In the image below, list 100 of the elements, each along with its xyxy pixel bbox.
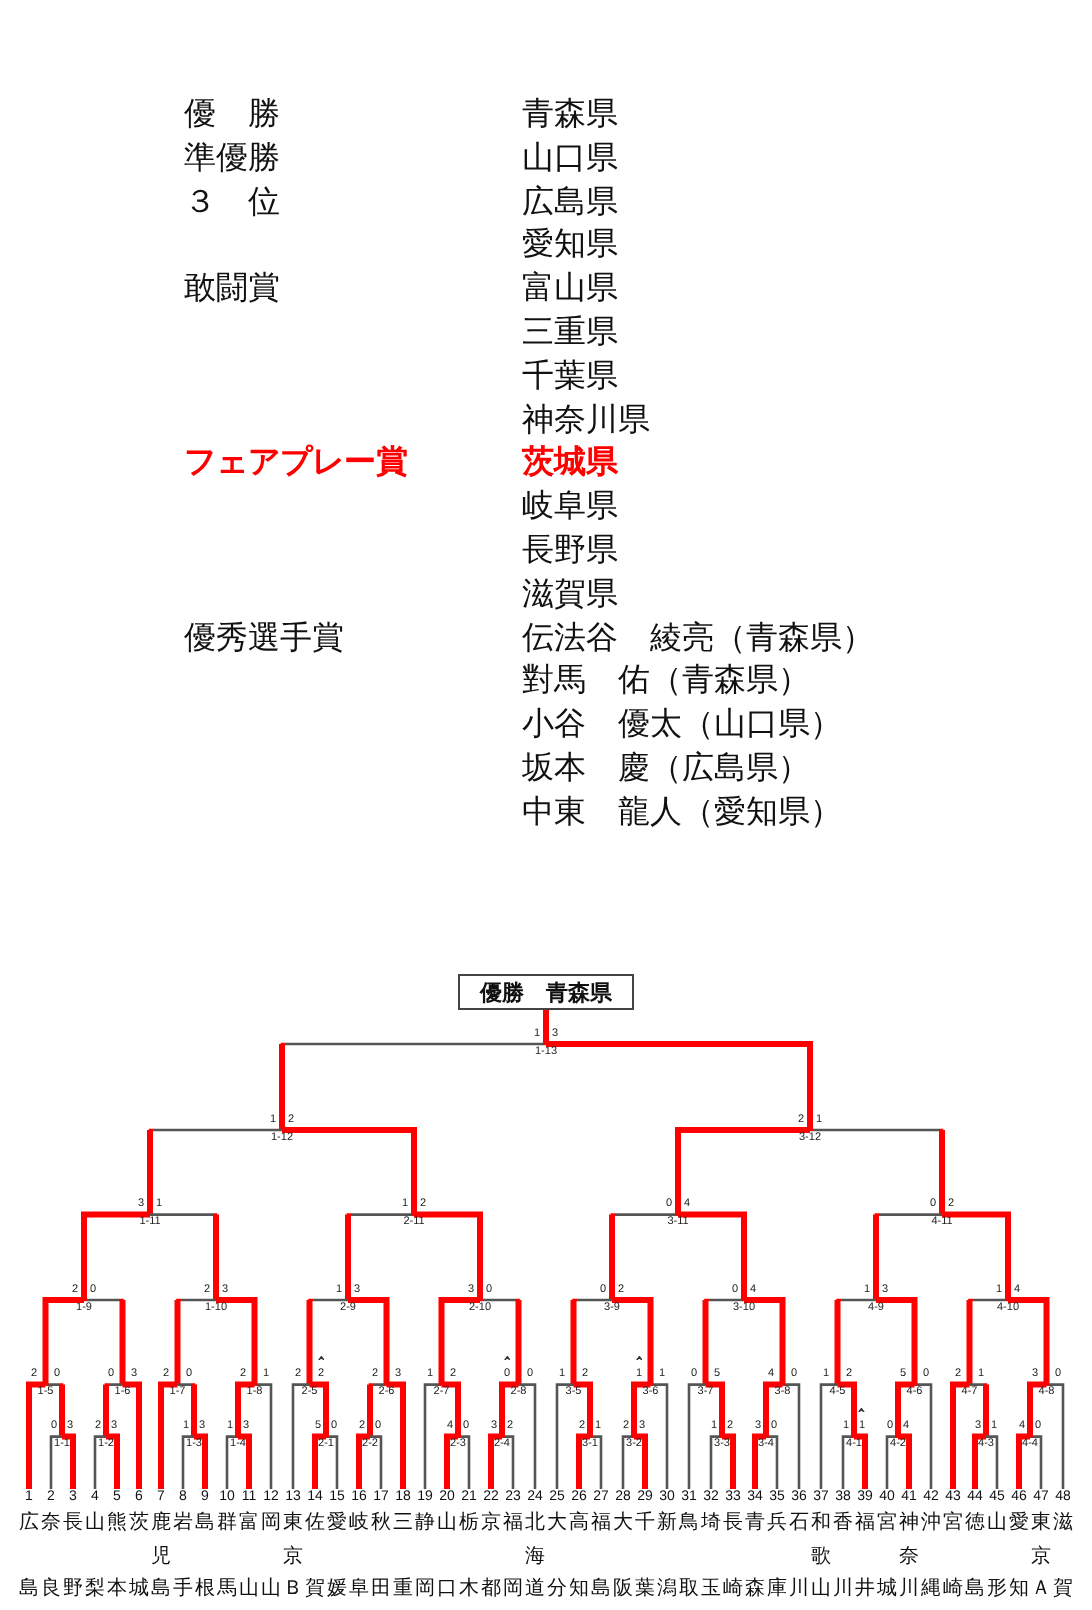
bracket-line xyxy=(763,1381,783,1438)
champion-text: 優勝 青森県 xyxy=(480,979,612,1005)
award-recipient: 山口県 xyxy=(522,137,618,178)
bracket-line xyxy=(634,1433,648,1489)
award-recipient: 對馬 佑（青森県） xyxy=(522,660,810,701)
team-name: 福井 xyxy=(855,1509,875,1605)
bracket-line xyxy=(782,1383,801,1489)
bracket-line xyxy=(414,1211,483,1301)
team-name: 千葉 xyxy=(635,1509,655,1605)
award-recipient: 広島県 xyxy=(522,181,618,222)
team-name: 鳥取 xyxy=(679,1510,699,1605)
bracket-line xyxy=(238,1433,252,1489)
award-category: 優 勝 xyxy=(184,94,280,134)
bracket-line xyxy=(1027,1381,1047,1438)
bracket-line xyxy=(326,1435,339,1489)
team-name: 島根 xyxy=(195,1509,215,1605)
bracket-line xyxy=(26,1381,46,1489)
bracket-line xyxy=(216,1297,258,1386)
bracket-line xyxy=(93,1435,106,1489)
bracket-line xyxy=(444,1433,458,1489)
team-name: 三重 xyxy=(393,1510,413,1605)
bracket-line xyxy=(367,1383,388,1439)
award-recipient: 千葉県 xyxy=(522,355,618,396)
team-name: 京都 xyxy=(481,1509,501,1605)
team-name: 東京Ａ xyxy=(1031,1509,1051,1605)
bracket-line xyxy=(81,1211,150,1301)
bracket-line xyxy=(650,1383,669,1489)
bracket-line xyxy=(895,1381,915,1438)
bracket-line xyxy=(345,1213,416,1303)
award-recipient: 富山県 xyxy=(522,268,618,309)
bracket-line xyxy=(885,1435,898,1489)
bracket-line xyxy=(808,1128,945,1217)
bracket-line xyxy=(518,1383,537,1489)
team-name: 兵庫 xyxy=(767,1509,787,1605)
bracket-line xyxy=(147,1128,284,1217)
award-recipient: 中東 龍人（愛知県） xyxy=(522,791,842,832)
bracket-line xyxy=(1016,1433,1030,1489)
bracket-line xyxy=(279,1042,548,1133)
bracket-line xyxy=(254,1383,273,1489)
bracket-line xyxy=(573,1381,593,1438)
bracket-line xyxy=(555,1383,574,1489)
bracket-line xyxy=(873,1213,944,1303)
bracket-line xyxy=(282,1127,417,1216)
bracket-line xyxy=(499,1381,519,1438)
team-name: 神奈川 xyxy=(899,1509,919,1605)
bracket-line xyxy=(972,1433,986,1489)
bracket-line xyxy=(438,1297,480,1386)
award-recipient: 青森県 xyxy=(522,94,618,134)
bracket-line xyxy=(898,1433,912,1489)
award-category: 敢闘賞 xyxy=(184,268,280,309)
bracket-line xyxy=(356,1433,370,1489)
bracket-line xyxy=(194,1433,208,1489)
bracket-line xyxy=(766,1435,779,1489)
bracket-line xyxy=(950,1381,970,1489)
champion-box xyxy=(458,974,634,1010)
team-name: 宮崎 xyxy=(943,1509,963,1605)
award-recipient: 岐阜県 xyxy=(522,486,618,527)
team-name: 山形 xyxy=(987,1509,1007,1605)
team-name: 大分 xyxy=(547,1509,567,1605)
bracket-line xyxy=(306,1298,350,1387)
team-name: 香川 xyxy=(833,1509,853,1605)
team-name: 徳島 xyxy=(965,1510,985,1605)
team-name: 鹿児島 xyxy=(151,1509,171,1605)
bracket-line xyxy=(235,1381,255,1438)
team-name: 埼玉 xyxy=(701,1510,721,1605)
team-name: 岐阜 xyxy=(349,1509,369,1605)
bracket-line xyxy=(609,1213,680,1303)
award-recipient: 長野県 xyxy=(522,530,618,570)
bracket-line xyxy=(744,1297,786,1386)
bracket-line xyxy=(225,1435,238,1489)
bracket-line xyxy=(819,1383,838,1489)
bracket-line xyxy=(675,1127,810,1216)
bracket-line xyxy=(1030,1435,1043,1489)
team-name: 愛知 xyxy=(1009,1509,1029,1605)
team-name: 新潟 xyxy=(657,1509,677,1605)
bracket-line xyxy=(348,1297,390,1386)
team-name: 福岡 xyxy=(503,1509,523,1605)
award-category: 準優勝 xyxy=(184,137,280,178)
bracket-line xyxy=(44,1383,65,1439)
bracket-line xyxy=(722,1433,736,1489)
bracket-line xyxy=(841,1435,854,1489)
team-name: 秋田 xyxy=(371,1509,391,1605)
award-recipient: 茨城県 xyxy=(522,442,618,483)
team-name: 山梨 xyxy=(85,1509,105,1605)
team-name: 静岡 xyxy=(415,1510,435,1605)
bracket-line xyxy=(176,1383,197,1439)
bracket-line xyxy=(488,1433,502,1489)
bracket-line xyxy=(612,1297,654,1386)
bracket-line xyxy=(705,1381,725,1438)
bracket-line xyxy=(590,1435,603,1489)
team-name: 長崎 xyxy=(723,1510,743,1605)
team-name: 高知 xyxy=(569,1509,589,1605)
bracket-line xyxy=(837,1381,857,1438)
bracket-line xyxy=(158,1381,178,1489)
team-name: 北海道 xyxy=(525,1509,545,1605)
bracket-line xyxy=(709,1435,722,1489)
bracket-line xyxy=(458,1435,471,1489)
team-name: 愛媛 xyxy=(327,1509,347,1605)
team-name: 宮城 xyxy=(877,1509,897,1605)
award-recipient: 三重県 xyxy=(522,312,618,352)
